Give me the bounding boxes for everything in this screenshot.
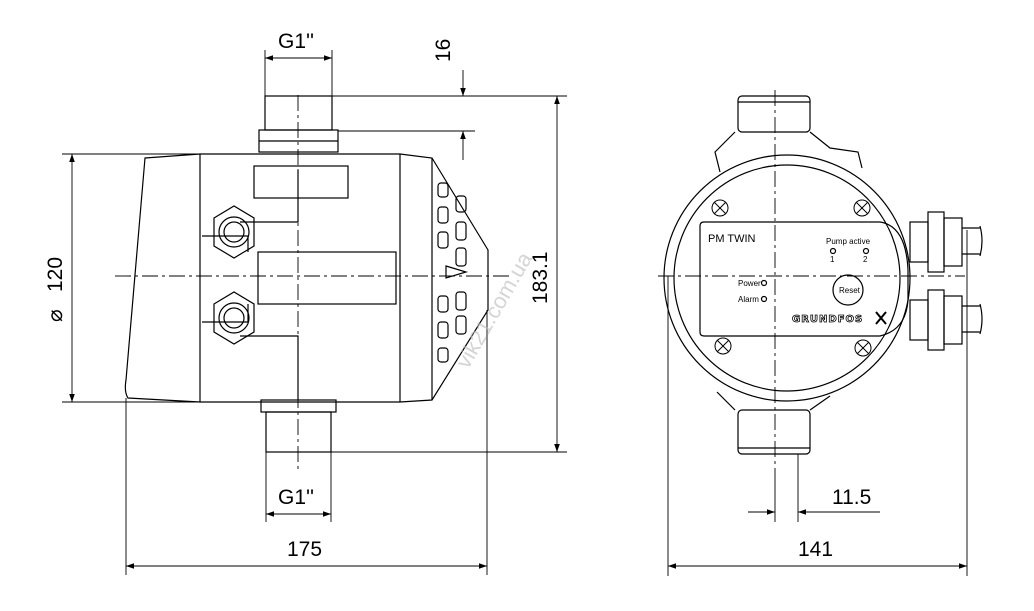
dim-total-height: 183.1: [529, 251, 552, 304]
dim-thread-bottom: G1'': [278, 486, 314, 509]
dim-outlet-offset: 11.5: [832, 486, 871, 509]
alarm-led: [760, 295, 768, 303]
brand-logo-mark: [875, 311, 887, 325]
brand-logo: GRUNDFOS: [792, 314, 863, 325]
reset-button-label: Reset: [839, 286, 861, 295]
side-housing-inner: [673, 164, 901, 392]
control-panel: [699, 221, 909, 337]
panel-pump-2: 2: [863, 255, 868, 264]
dim-top-offset: 16: [432, 39, 455, 62]
reset-button[interactable]: [832, 274, 864, 306]
pump2-led: [862, 247, 870, 255]
side-cable-gland-upper: [909, 211, 983, 273]
side-bottom-thread: [737, 409, 811, 455]
dim-diameter-symbol: ⌀: [44, 309, 67, 322]
front-view: [124, 95, 489, 453]
front-cable-gland-upper: [213, 205, 255, 259]
front-bottom-thread: [265, 411, 332, 453]
front-top-window: [253, 165, 349, 199]
side-housing-outer: [663, 154, 911, 402]
panel-power: Power: [738, 279, 761, 288]
front-display-window: [257, 251, 397, 305]
side-cable-gland-lower: [909, 289, 983, 351]
panel-model: PM TWIN: [708, 233, 756, 245]
panel-pump-1: 1: [830, 255, 835, 264]
side-dimension-lines: [667, 230, 968, 576]
side-screws: [711, 199, 872, 357]
side-top-thread: [737, 95, 811, 133]
panel-alarm: Alarm: [738, 295, 759, 304]
side-centerlines: [658, 90, 965, 470]
front-body-outline: [124, 153, 489, 403]
side-view: [663, 95, 983, 455]
front-centerlines: [115, 95, 510, 470]
panel-pump-active: Pump active: [826, 237, 871, 246]
dim-thread-top: G1'': [278, 30, 314, 53]
front-dimension-lines: [62, 50, 567, 575]
dim-front-width: 175: [287, 538, 322, 561]
front-cable-gland-lower: [213, 291, 255, 345]
dim-side-width: 141: [798, 538, 833, 561]
front-vent-slots: [437, 182, 469, 363]
pump1-led: [829, 247, 837, 255]
power-led: [760, 279, 768, 287]
dim-diameter: 120: [44, 257, 67, 292]
front-top-thread: [264, 95, 333, 131]
